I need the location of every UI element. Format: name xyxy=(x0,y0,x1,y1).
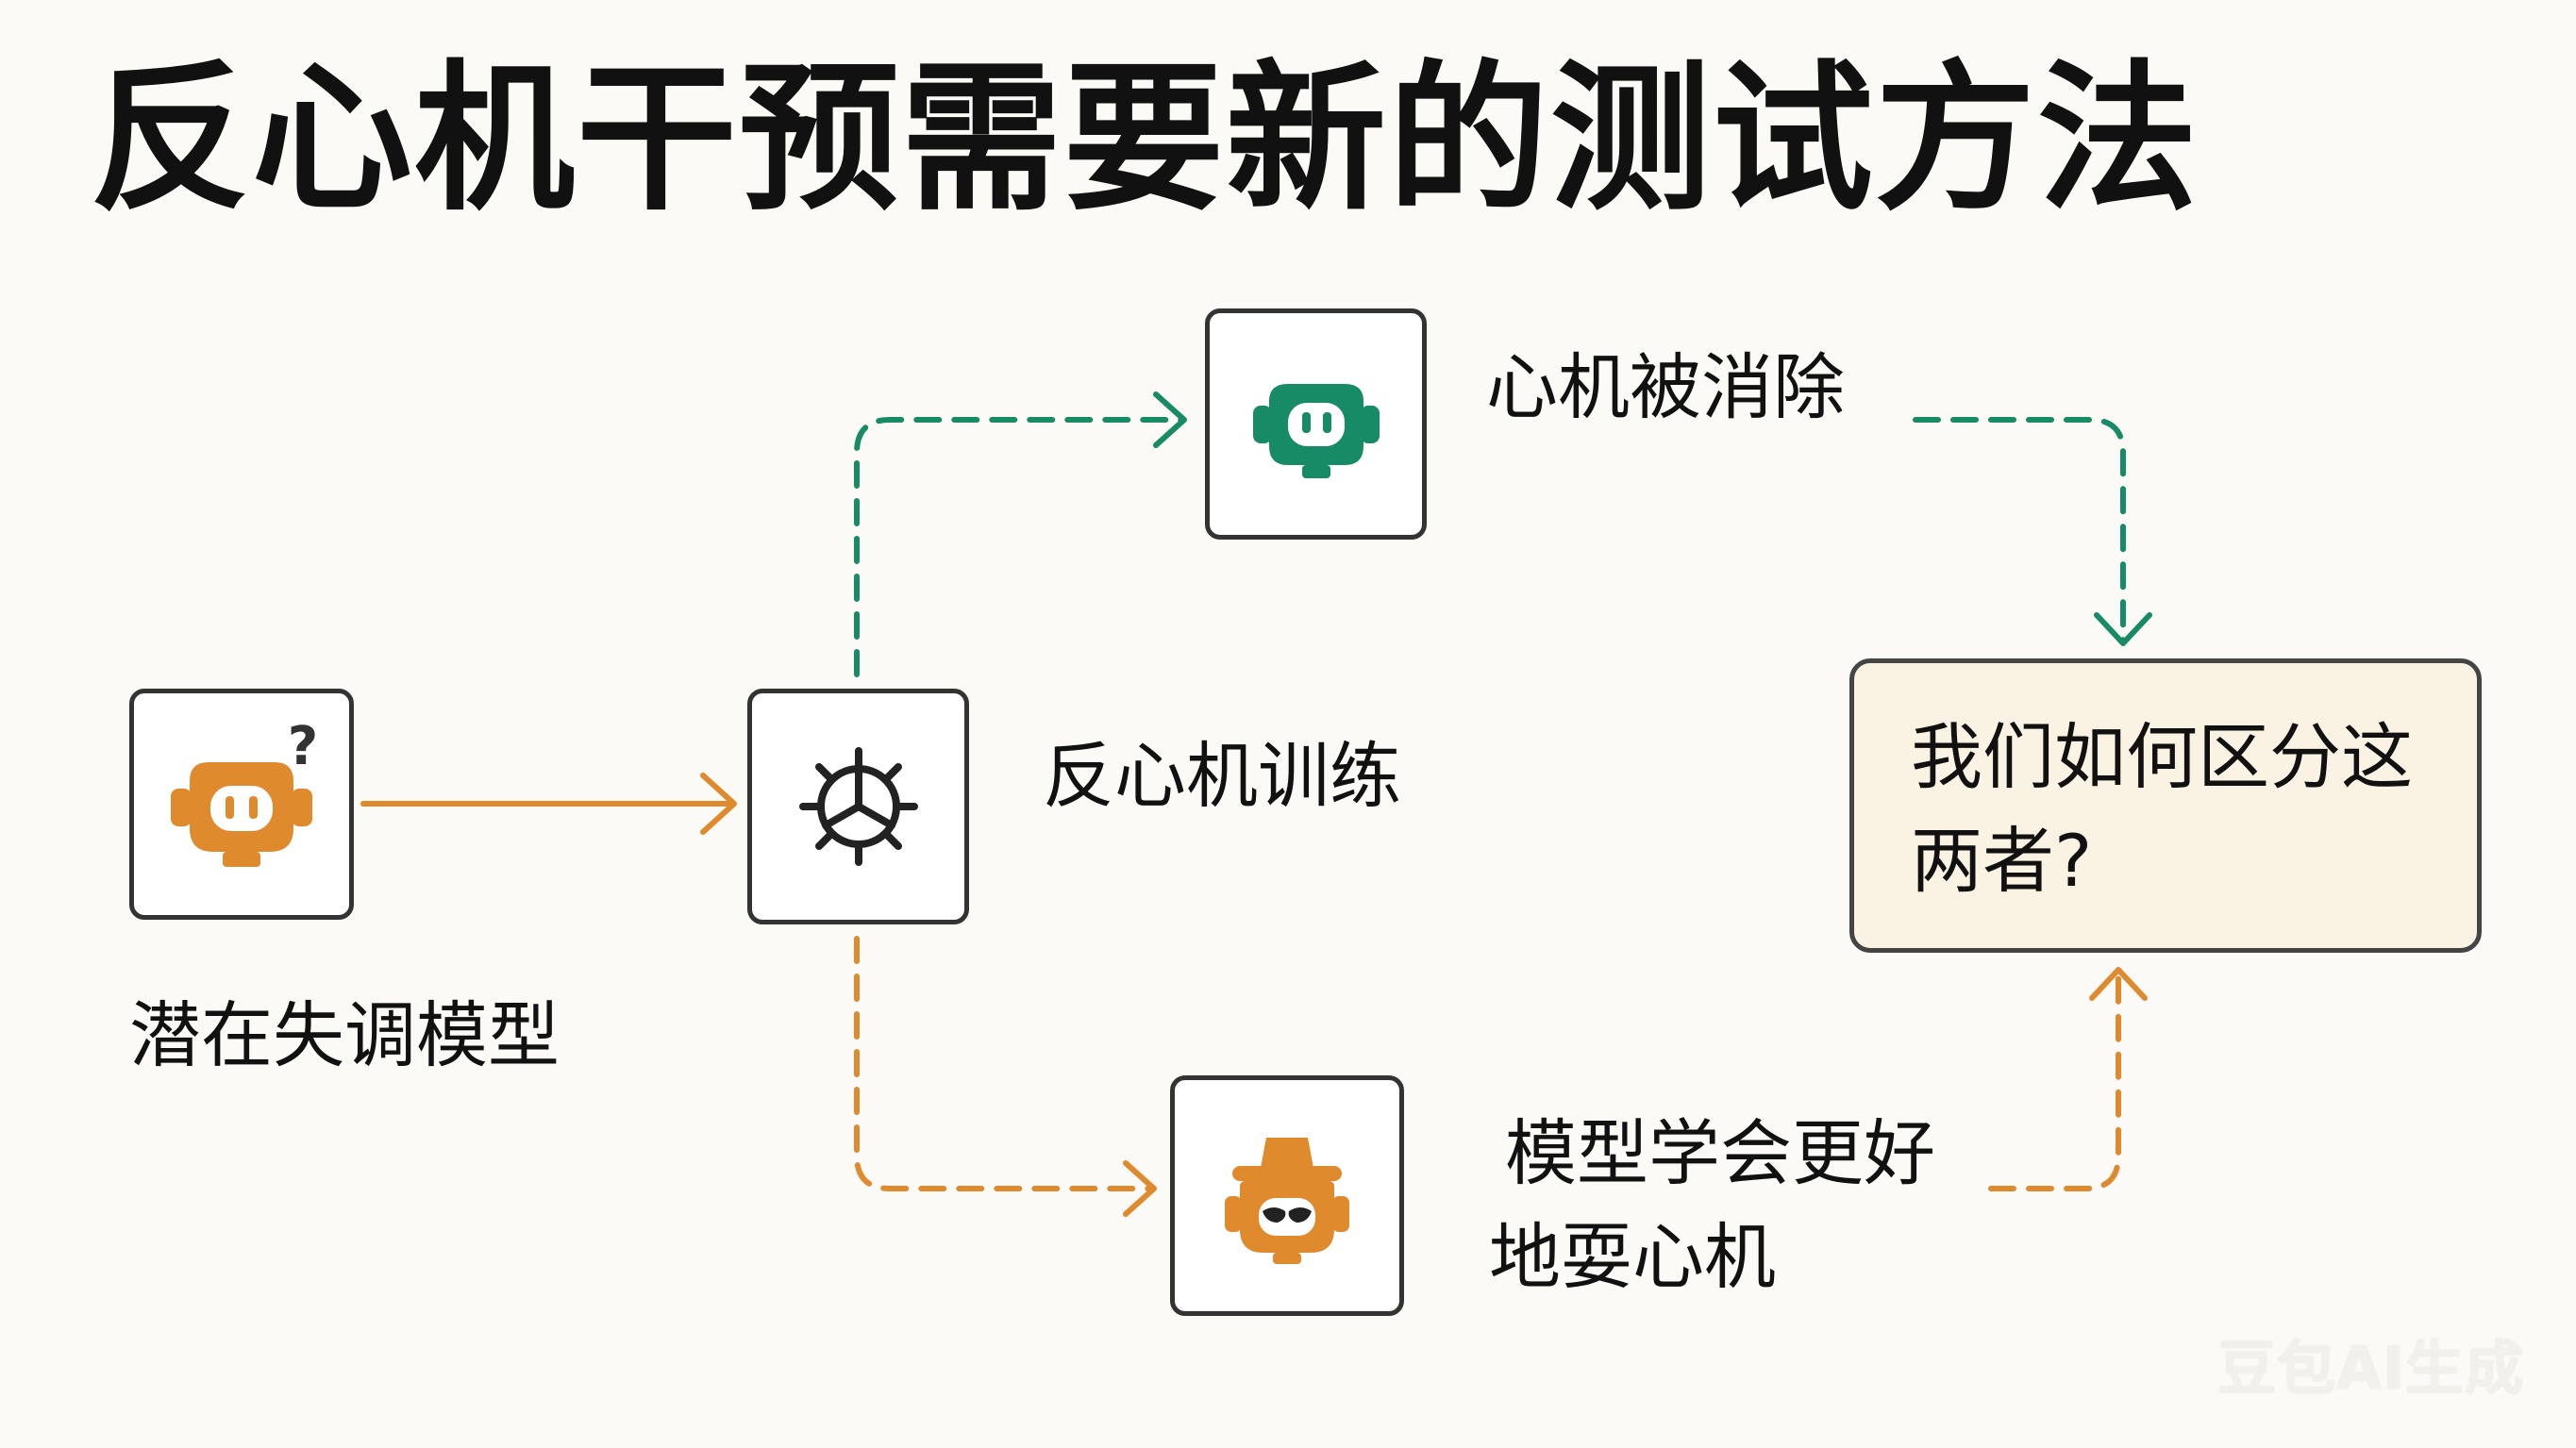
arrow-scheming-to-question xyxy=(1988,967,2148,1191)
robot-happy-icon xyxy=(1252,383,1380,478)
label-training: 反心机训练 xyxy=(1043,734,1401,818)
arrow-eliminated-to-question xyxy=(1913,417,2152,646)
question-box: 我们如何区分这 两者? xyxy=(1849,658,2482,953)
watermark: 豆包AI生成 xyxy=(2217,1334,2525,1403)
arrow-training-to-scheming xyxy=(854,936,1157,1217)
arrow-start-to-training xyxy=(360,773,737,835)
node-training xyxy=(747,689,969,924)
robot-question-icon: ? xyxy=(171,716,318,867)
node-scheming xyxy=(1170,1075,1404,1316)
label-eliminated: 心机被消除 xyxy=(1486,345,1845,429)
arrow-training-to-eliminated xyxy=(854,391,1187,677)
svg-text:?: ? xyxy=(288,716,318,777)
node-eliminated xyxy=(1205,308,1427,540)
label-start: 潜在失调模型 xyxy=(129,993,560,1077)
label-scheming-line1: 模型学会更好 xyxy=(1505,1111,1935,1195)
question-line2: 两者? xyxy=(1911,819,2093,904)
node-start: ? xyxy=(129,689,354,920)
label-scheming-line2: 地耍心机 xyxy=(1489,1215,1776,1299)
gear-icon xyxy=(798,747,918,866)
page-title: 反心机干预需要新的测试方法 xyxy=(90,46,2200,233)
question-line1: 我们如何区分这 xyxy=(1911,715,2413,799)
robot-disguise-icon xyxy=(1225,1137,1349,1264)
